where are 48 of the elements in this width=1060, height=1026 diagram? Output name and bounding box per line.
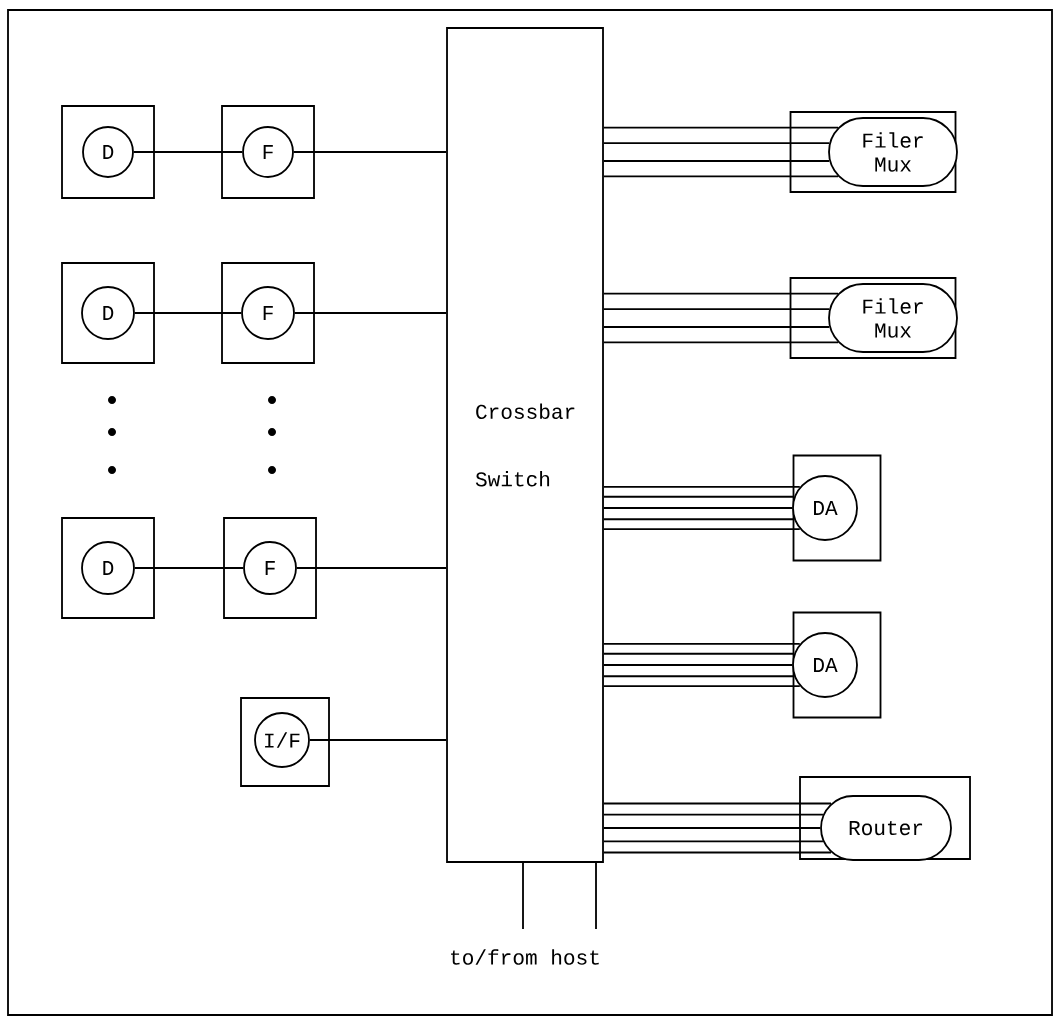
- module-box: [789, 111, 957, 193]
- connector-line: [603, 664, 793, 666]
- connector-line: [603, 175, 839, 178]
- connector-line: [294, 312, 447, 314]
- module-box: [61, 105, 155, 199]
- connector-line: [603, 160, 831, 162]
- connector-line: [603, 341, 839, 344]
- connector-line: [293, 151, 447, 153]
- connector-line: [603, 528, 801, 531]
- module-box: [61, 262, 155, 364]
- connector-line: [603, 802, 832, 805]
- connector-line: [603, 827, 821, 829]
- connector-line: [603, 851, 832, 854]
- connector-line: [603, 685, 801, 688]
- connector-line: [603, 675, 795, 678]
- connector-line: [603, 495, 795, 498]
- connector-line: [603, 840, 824, 843]
- connector-line: [309, 739, 447, 741]
- connector-line: [603, 813, 824, 816]
- connector-line: [603, 642, 801, 645]
- connector-line: [133, 151, 243, 153]
- connector-line: [296, 567, 447, 569]
- module-box: [61, 517, 155, 619]
- connector-line: [603, 292, 839, 295]
- connector-line: [603, 485, 801, 488]
- module-box: [221, 262, 315, 364]
- connector-line: [603, 126, 839, 129]
- caption-text: to/from host: [451, 949, 599, 965]
- module-box: [223, 517, 317, 619]
- unit-capsule: Filer Mux: [828, 117, 958, 187]
- connector-line: [603, 518, 795, 521]
- module-box: [240, 697, 330, 787]
- module-box: [792, 454, 882, 562]
- unit-capsule: Filer Mux: [828, 283, 958, 353]
- module-box: [221, 105, 315, 199]
- module-box: [789, 277, 957, 359]
- connector-line: [603, 308, 831, 310]
- connector-line: [134, 567, 244, 569]
- switch-box: Crossbar Switch: [446, 27, 604, 863]
- connector-line: [595, 862, 597, 930]
- module-box: [792, 611, 882, 719]
- connector-line: [603, 507, 793, 509]
- connector-line: [603, 142, 831, 144]
- connector-line: [603, 326, 831, 328]
- unit-capsule: Router: [820, 795, 952, 861]
- connector-line: [134, 312, 242, 314]
- connector-line: [603, 652, 795, 655]
- connector-line: [522, 862, 524, 930]
